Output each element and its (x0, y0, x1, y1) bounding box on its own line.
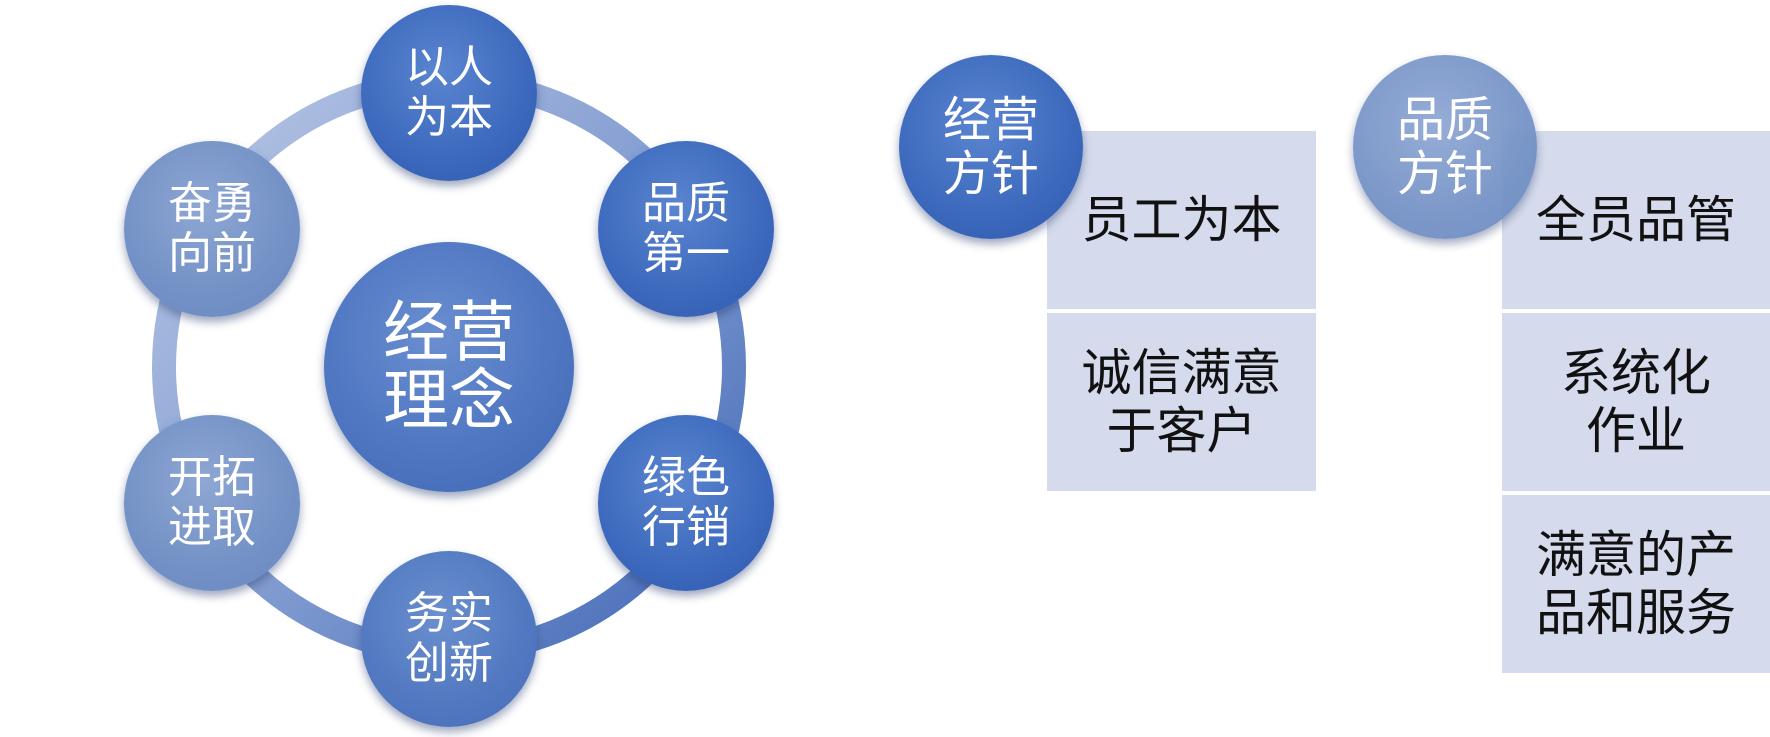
business-policy-title-circle: 经营 方针 (899, 55, 1083, 239)
node-label: 开拓 进取 (168, 452, 256, 553)
philosophy-node-people-first: 以人 为本 (361, 5, 537, 181)
quality-policy-title: 品质 方针 (1396, 92, 1493, 202)
quality-policy-title-circle: 品质 方针 (1353, 55, 1537, 239)
philosophy-center-label: 经营 理念 (383, 294, 515, 439)
quality-policy-item-label: 系统化 作业 (1561, 344, 1711, 460)
node-label: 务实 创新 (405, 588, 493, 689)
philosophy-node-pioneering: 开拓 进取 (124, 415, 300, 591)
quality-policy-item: 满意的产 品和服务 (1502, 495, 1770, 673)
philosophy-node-pragmatic-innovation: 务实 创新 (361, 551, 537, 727)
business-policy-title: 经营 方针 (942, 92, 1039, 202)
quality-policy-item: 系统化 作业 (1502, 313, 1770, 491)
business-policy-item-label: 诚信满意 于客户 (1081, 344, 1282, 460)
philosophy-node-quality-first: 品质 第一 (598, 141, 774, 317)
quality-policy-item: 全员品管 (1502, 131, 1770, 309)
business-policy-item: 诚信满意 于客户 (1047, 313, 1316, 491)
node-label: 绿色 行销 (642, 452, 730, 553)
quality-policy-item-label: 满意的产 品和服务 (1536, 526, 1736, 642)
philosophy-center-circle: 经营 理念 (324, 242, 574, 492)
philosophy-node-green-marketing: 绿色 行销 (598, 415, 774, 591)
node-label: 品质 第一 (642, 178, 730, 279)
node-label: 以人 为本 (405, 42, 493, 143)
node-label: 奋勇 向前 (168, 178, 256, 279)
quality-policy-item-label: 全员品管 (1536, 191, 1736, 249)
philosophy-node-forge-ahead: 奋勇 向前 (124, 141, 300, 317)
business-policy-item-label: 员工为本 (1081, 191, 1282, 249)
business-policy-item: 员工为本 (1047, 131, 1316, 309)
